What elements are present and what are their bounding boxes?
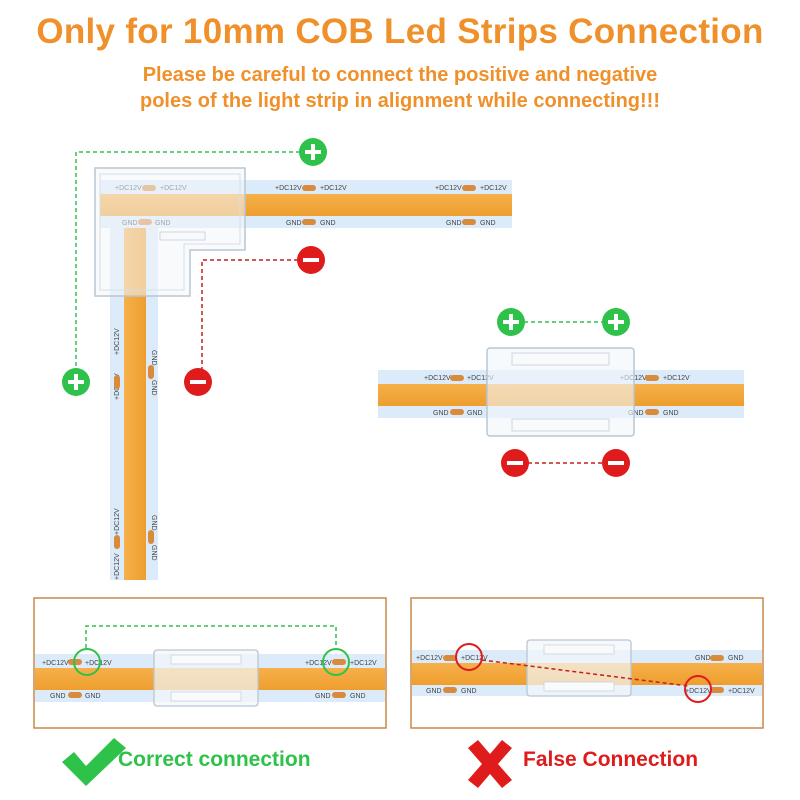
strip-label-positive: +DC12V: [42, 660, 69, 667]
strip-label-positive: +DC12V: [114, 553, 121, 580]
plus-icon: [497, 308, 525, 336]
strip-label-positive: +DC12V: [320, 185, 347, 192]
subtitle-line-1: Please be careful to connect the positiv…: [142, 64, 658, 86]
strip-label-negative: GND: [320, 220, 336, 227]
strip-label-positive: +DC12V: [85, 660, 112, 667]
strip-label-negative: GND: [467, 410, 483, 417]
solder-pad: [68, 692, 82, 698]
straight-connector-clip-bottom: [511, 418, 610, 432]
minus-icon: [602, 449, 630, 477]
solder-pad: [645, 375, 659, 381]
solder-pad: [332, 692, 346, 698]
strip-label-positive: +DC12V: [435, 185, 462, 192]
strip-label-positive: +DC12V: [663, 375, 690, 382]
strip-label-negative: GND: [315, 693, 331, 700]
solder-pad: [332, 659, 346, 665]
cross-mark-icon: [468, 740, 512, 788]
correct-example-panel: +DC12V +DC12V +DC12V +DC12V GND GND GND …: [33, 597, 387, 729]
correct-connection-label: Correct connection: [118, 748, 311, 771]
solder-pad: [462, 185, 476, 191]
strip-label-positive: +DC12V: [416, 655, 443, 662]
strip-label-negative: GND: [150, 380, 157, 396]
strip-label-positive: +DC12V: [275, 185, 302, 192]
highlight-circle: [684, 675, 712, 703]
strip-label-negative: GND: [286, 220, 302, 227]
solder-pad: [302, 185, 316, 191]
strip-label-positive: +DC12V: [685, 688, 712, 695]
false-example-panel: +DC12V +DC12V GND GND GND GND +DC12V +DC…: [410, 597, 764, 729]
strip-label-positive: +DC12V: [305, 660, 332, 667]
solder-pad: [450, 375, 464, 381]
l-connector-inner-edge: [99, 173, 241, 291]
solder-pad: [710, 687, 724, 693]
solder-pad: [645, 409, 659, 415]
strip-label-negative: GND: [480, 220, 496, 227]
straight-connector-housing: [486, 347, 635, 437]
positive-guide-line: [85, 625, 337, 648]
strip-label-negative: GND: [150, 350, 157, 366]
strip-label-positive: +DC12V: [114, 508, 121, 535]
subtitle-line-2: poles of the light strip in alignment wh…: [140, 90, 660, 112]
strip-label-negative: GND: [50, 693, 66, 700]
check-mark-icon: [62, 738, 126, 786]
minus-icon: [184, 368, 212, 396]
false-connection-label: False Connection: [523, 748, 699, 771]
strip-label-positive: +DC12V: [461, 655, 488, 662]
solder-pad: [443, 687, 457, 693]
strip-label-positive: +DC12V: [480, 185, 507, 192]
panel-connector-clip: [170, 654, 242, 665]
negative-guide-line: [201, 259, 298, 370]
panel-connector-clip: [543, 644, 615, 655]
solder-pad: [462, 219, 476, 225]
l-connector-group: +DC12V +DC12V +DC12V +DC12V +DC12V +DC12…: [62, 138, 512, 580]
strip-label-positive: +DC12V: [114, 328, 121, 355]
strip-label-negative: GND: [150, 515, 157, 531]
strip-label-positive: +DC12V: [350, 660, 377, 667]
page-title: Only for 10mm COB Led Strips Connection: [36, 12, 764, 51]
plus-icon: [62, 368, 90, 396]
plus-icon: [299, 138, 327, 166]
solder-pad: [450, 409, 464, 415]
straight-connector-group: +DC12V +DC12V +DC12V +DC12V GND GND GND …: [378, 308, 744, 477]
solder-pad: [114, 375, 120, 389]
vertical-label-group: +DC12V +DC12V: [114, 508, 121, 580]
strip-label-negative: GND: [350, 693, 366, 700]
strip-label-positive: +DC12V: [467, 375, 494, 382]
solder-pad: [148, 530, 154, 544]
strip-label-negative: GND: [433, 410, 449, 417]
vertical-label-group: GND GND: [150, 350, 157, 396]
strip-label-negative: GND: [728, 655, 744, 662]
strip-label-negative: GND: [150, 545, 157, 561]
highlight-circle: [73, 648, 101, 676]
strip-label-negative: GND: [446, 220, 462, 227]
highlight-circle: [455, 643, 483, 671]
page-subtitle: Please be careful to connect the positiv…: [0, 62, 800, 114]
strip-label-negative: GND: [663, 410, 679, 417]
minus-icon: [297, 246, 325, 274]
solder-pad: [710, 655, 724, 661]
straight-connector-clip-top: [511, 352, 610, 366]
highlight-circle: [322, 648, 350, 676]
strip-label-negative: GND: [628, 410, 644, 417]
strip-label-negative: GND: [461, 688, 477, 695]
minus-icon: [501, 449, 529, 477]
solder-pad: [443, 655, 457, 661]
plus-icon: [602, 308, 630, 336]
strip-label-negative: GND: [426, 688, 442, 695]
positive-guide-line: [75, 151, 300, 370]
strip-label-positive: +DC12V: [424, 375, 451, 382]
solder-pad: [114, 535, 120, 549]
l-connector-clip: [159, 231, 206, 241]
strip-label-positive: +DC12V: [728, 688, 755, 695]
vertical-label-group: GND GND: [150, 515, 157, 561]
strip-label-negative: GND: [85, 693, 101, 700]
panel-connector-clip: [543, 681, 615, 692]
solder-pad: [302, 219, 316, 225]
panel-connector-clip: [170, 691, 242, 702]
solder-pad: [148, 365, 154, 379]
l-vertical-strip: [124, 228, 146, 580]
strip-label-negative: GND: [695, 655, 711, 662]
